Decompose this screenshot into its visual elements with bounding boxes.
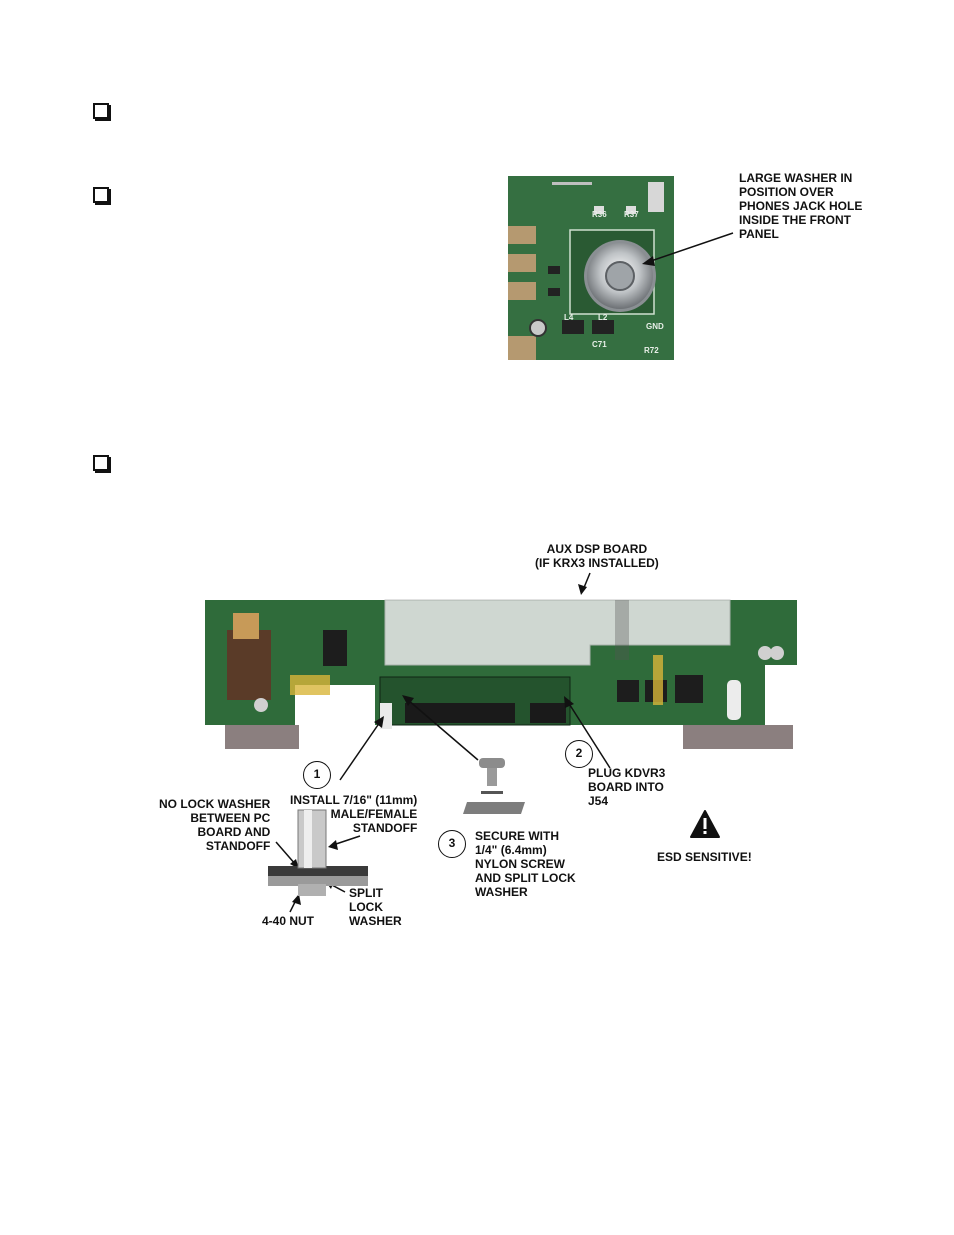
silk-c71: C71 [592,340,607,349]
split-lock-washer-label: SPLIT LOCK WASHER [349,886,402,928]
step-3-text: SECURE WITH 1/4" (6.4mm) NYLON SCREW AND… [475,829,576,899]
main-board-photo [205,599,797,749]
silk-r72: R72 [644,346,659,355]
washer-photo: R36 R37 L4 L2 GND C71 R72 [508,176,674,360]
step-1-checkbox[interactable] [93,103,109,119]
esd-label: ESD SENSITIVE! [657,850,752,864]
no-lock-washer-label: NO LOCK WASHER BETWEEN PC BOARD AND STAN… [159,797,271,853]
step-2-number: 2 [565,740,593,768]
step-3-checkbox[interactable] [93,455,109,471]
washer-photo-art [508,176,674,360]
step-2-checkbox[interactable] [93,187,109,203]
silk-r36: R36 [592,210,607,219]
silk-l4: L4 [564,313,574,322]
step-3-number: 3 [438,830,466,858]
nut-label: 4-40 NUT [262,914,315,928]
silk-gnd: GND [646,322,664,331]
step-1-text: INSTALL 7/16" (11mm) MALE/FEMALE STANDOF… [290,793,418,835]
esd-warning-icon [690,810,720,838]
aux-dsp-label: AUX DSP BOARD (IF KRX3 INSTALLED) [535,542,659,570]
nylon-screw-icon [463,758,525,814]
step-1-number: 1 [303,761,331,789]
silk-l2: L2 [598,313,608,322]
washer-callout: LARGE WASHER IN POSITION OVER PHONES JAC… [739,171,863,241]
silk-r37: R37 [624,210,639,219]
standoff-detail [268,809,368,896]
step-2-text: PLUG KDVR3 BOARD INTO J54 [588,766,666,808]
